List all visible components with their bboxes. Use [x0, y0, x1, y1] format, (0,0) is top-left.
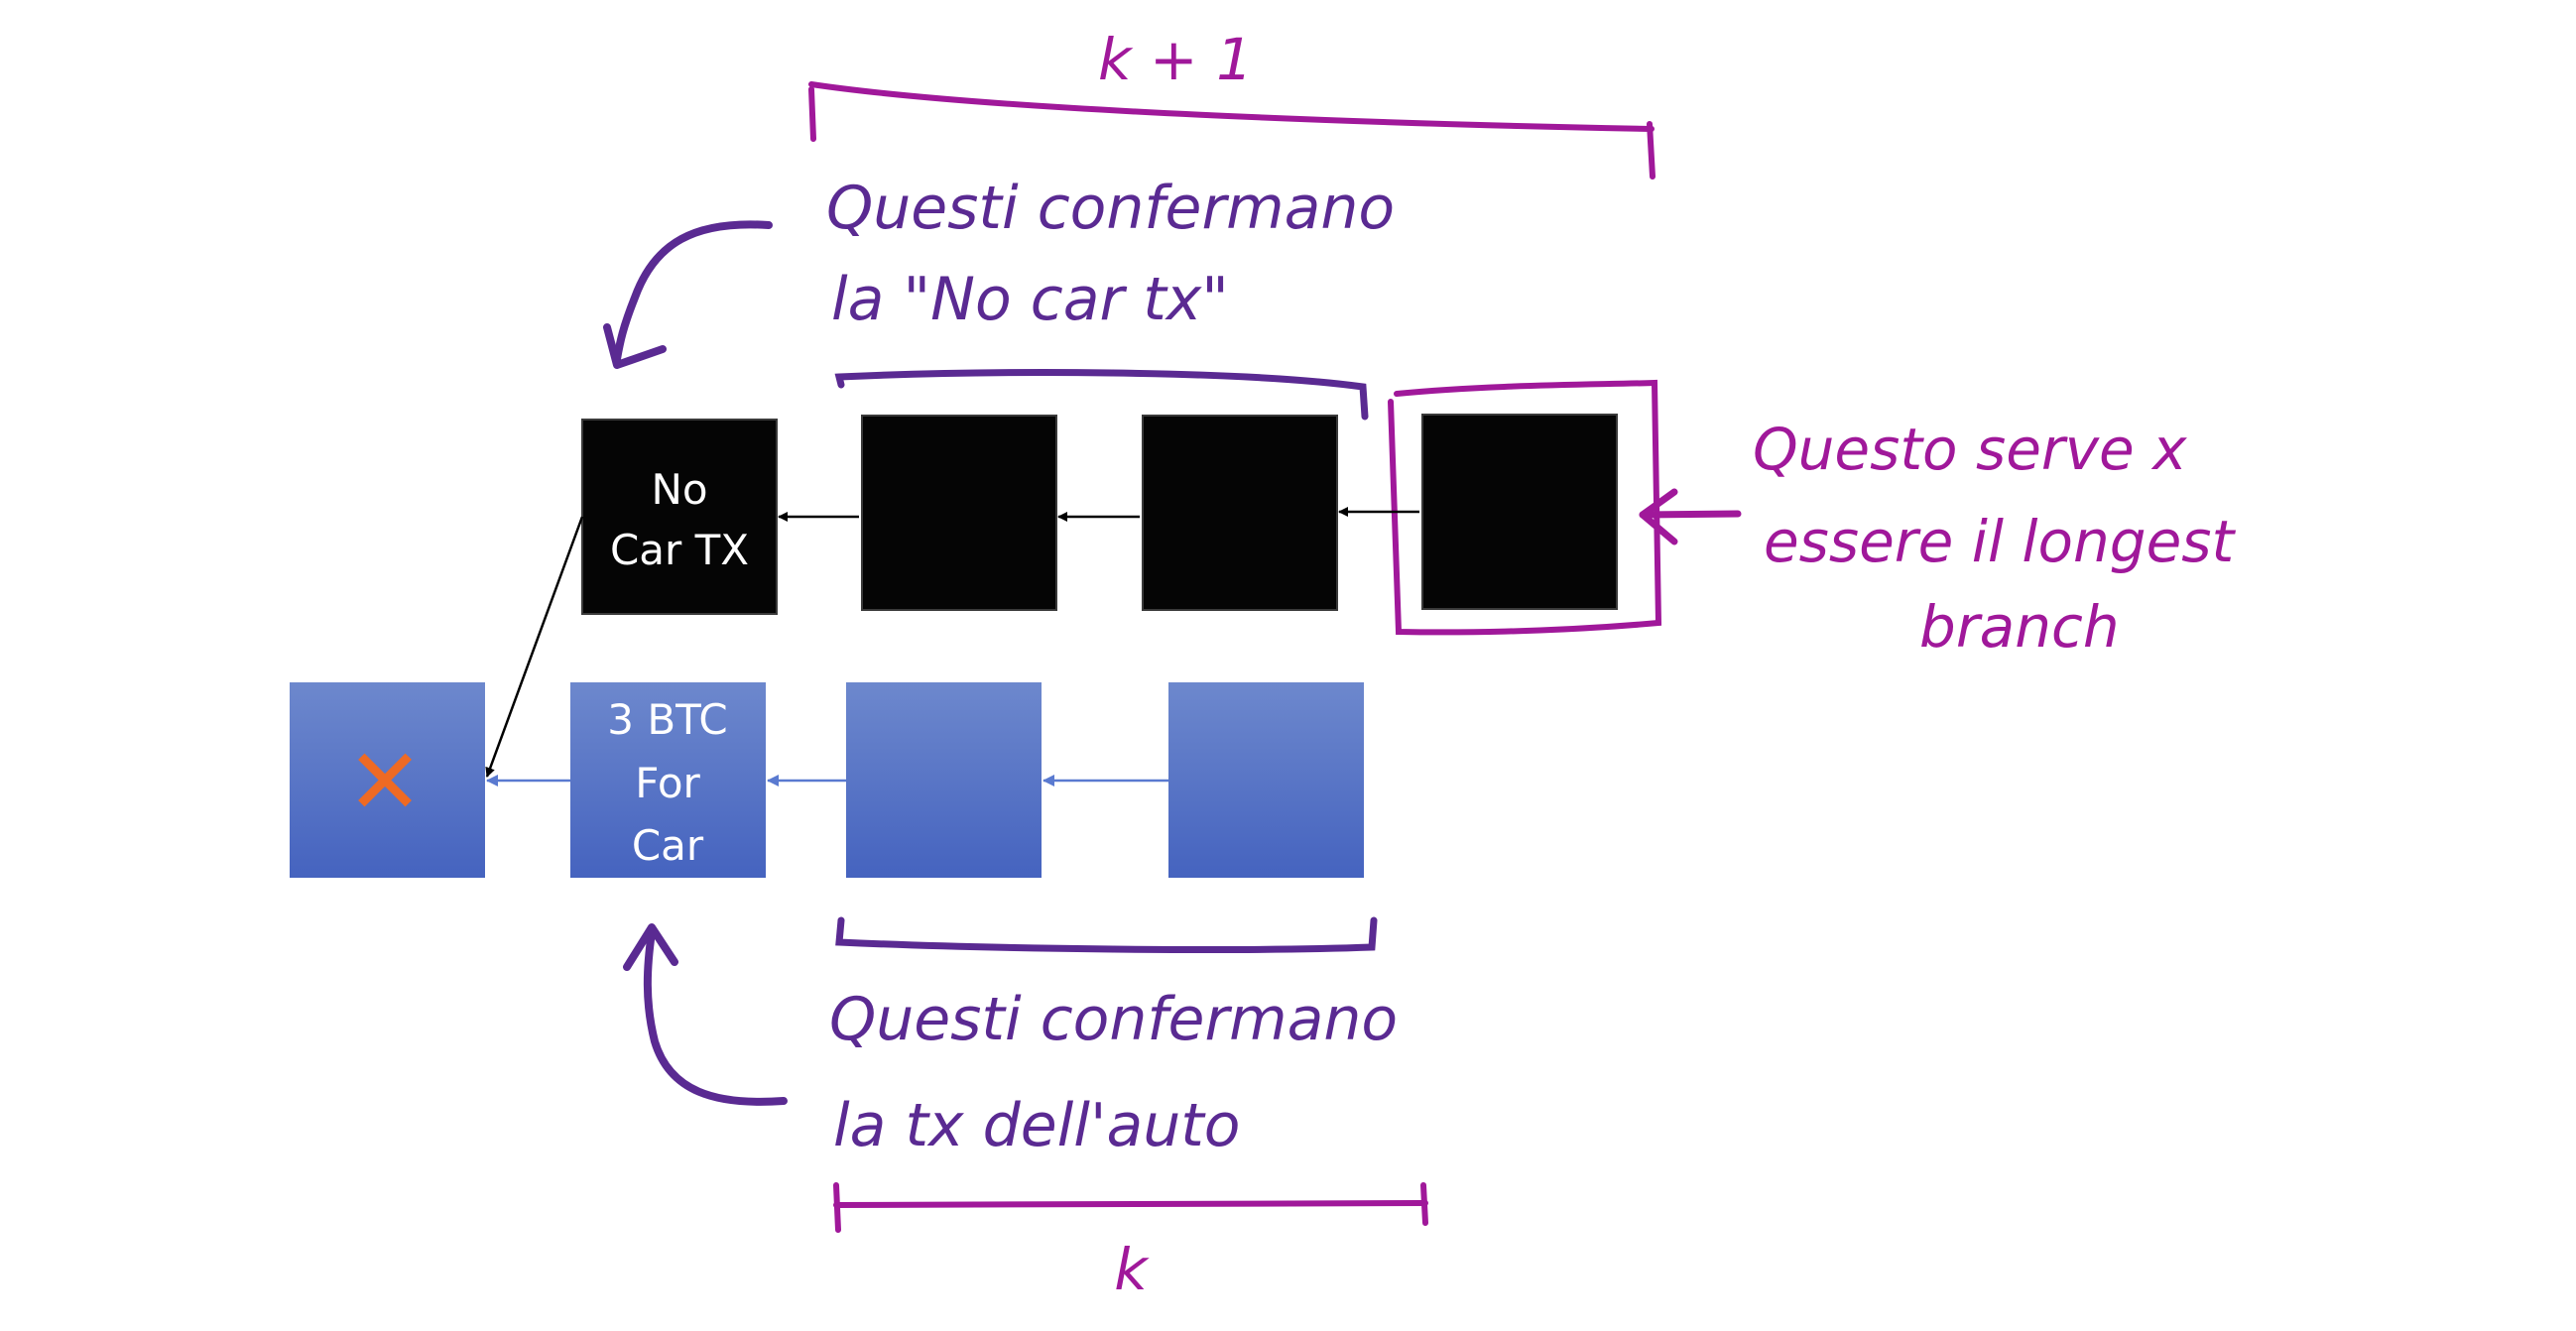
- black-block-no-car-tx: No Car TX: [581, 419, 778, 615]
- top-curved-arrow: [603, 220, 773, 369]
- k-plus-one-bracket: [808, 81, 1656, 180]
- blue-block-x: ✕: [290, 682, 485, 878]
- blue-block-3: [846, 682, 1042, 878]
- bottom-annotation-line1: Questi confermano: [829, 985, 1398, 1054]
- longest-branch-arrow: [1639, 488, 1742, 545]
- right-annotation-line1: Questo serve x: [1753, 416, 2187, 483]
- black-block-4: [1421, 414, 1618, 610]
- top-annotation-line1: Questi confermano: [826, 174, 1395, 243]
- bottom-annotation-line2: la tx dell'auto: [833, 1091, 1240, 1160]
- no-car-tx-line2: Car TX: [610, 526, 749, 574]
- k-bracket: [833, 1182, 1428, 1233]
- k-label: k: [1114, 1236, 1150, 1303]
- blue-block-4: [1168, 682, 1364, 878]
- black-arrow-fork: [485, 516, 584, 778]
- k-plus-one-label: k + 1: [1098, 26, 1253, 93]
- top-annotation-line2: la "No car tx": [831, 265, 1229, 334]
- black-block-2: [861, 415, 1057, 611]
- right-annotation-line3: branch: [1919, 593, 2120, 661]
- black-block-3: [1142, 415, 1338, 611]
- btc-line3: Car: [632, 821, 704, 870]
- blue-block-3-btc: 3 BTC For Car: [570, 682, 766, 878]
- btc-line1: 3 BTC: [607, 695, 727, 744]
- x-mark: ✕: [346, 729, 423, 835]
- top-confirming-bracket: [834, 369, 1369, 421]
- bottom-confirming-bracket: [835, 916, 1378, 953]
- right-annotation-line2: essere il longest: [1764, 508, 2237, 575]
- bottom-curved-arrow: [623, 923, 788, 1106]
- btc-line2: For: [635, 759, 700, 807]
- longest-branch-box: [1388, 379, 1662, 636]
- no-car-tx-line1: No: [651, 465, 707, 514]
